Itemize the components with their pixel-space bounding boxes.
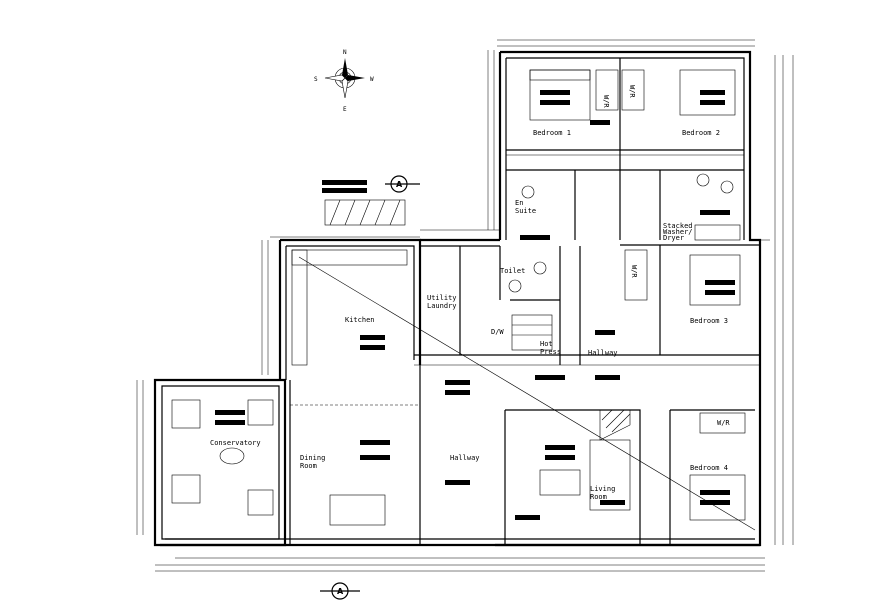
furniture xyxy=(171,69,746,526)
dimension-lines xyxy=(136,39,794,572)
compass-south: S xyxy=(314,76,318,83)
label-living-2: Room xyxy=(590,493,607,501)
label-storage-note-2: Washer/ xyxy=(663,228,693,236)
label-conservatory: Conservatory xyxy=(210,439,261,447)
label-kitchen: Kitchen xyxy=(345,316,375,324)
section-marker-top: A xyxy=(385,175,420,193)
section-marker-bottom-label: A xyxy=(337,587,344,596)
label-hallway-upper: Hallway xyxy=(588,349,618,357)
label-bedroom-4: Bedroom 4 xyxy=(690,464,728,472)
label-storage-note-1: Stacked xyxy=(663,222,693,230)
section-marker-bottom: A xyxy=(320,582,360,600)
label-en-suite-2: Suite xyxy=(515,207,536,215)
compass-west: W xyxy=(370,76,374,83)
label-dw: D/W xyxy=(491,328,504,336)
compass-rose-icon: N S W E xyxy=(314,49,374,113)
compass-east: E xyxy=(343,106,347,113)
label-utility-2: Laundry xyxy=(427,302,457,310)
label-dining-2: Room xyxy=(300,462,317,470)
section-marker-top-label: A xyxy=(396,180,403,189)
label-hot-press-1: Hot xyxy=(540,340,553,348)
label-bedroom-3: Bedroom 3 xyxy=(690,317,728,325)
label-hot-press-2: Press xyxy=(540,348,561,356)
compass-north: N xyxy=(343,49,347,56)
room-labels: Bedroom 1 Bedroom 2 Bedroom 3 Bedroom 4 … xyxy=(210,85,730,501)
label-living-1: Living xyxy=(590,485,615,493)
label-bedroom-1: Bedroom 1 xyxy=(533,129,571,137)
redacted-annotations xyxy=(215,90,735,520)
label-storage-note-3: Dryer xyxy=(663,234,684,242)
label-wardrobe-2: W/R xyxy=(628,85,636,98)
walls xyxy=(153,50,762,547)
label-wardrobe-3: W/R xyxy=(630,265,638,278)
label-toilet: Toilet xyxy=(500,267,525,275)
label-dining-1: Dining xyxy=(300,454,325,462)
label-bedroom-2: Bedroom 2 xyxy=(682,129,720,137)
label-en-suite-1: En xyxy=(515,199,523,207)
label-utility-1: Utility xyxy=(427,294,457,302)
label-wardrobe-1: W/R xyxy=(602,95,610,108)
label-hallway: Hallway xyxy=(450,454,480,462)
label-wardrobe-4: W/R xyxy=(717,419,730,427)
